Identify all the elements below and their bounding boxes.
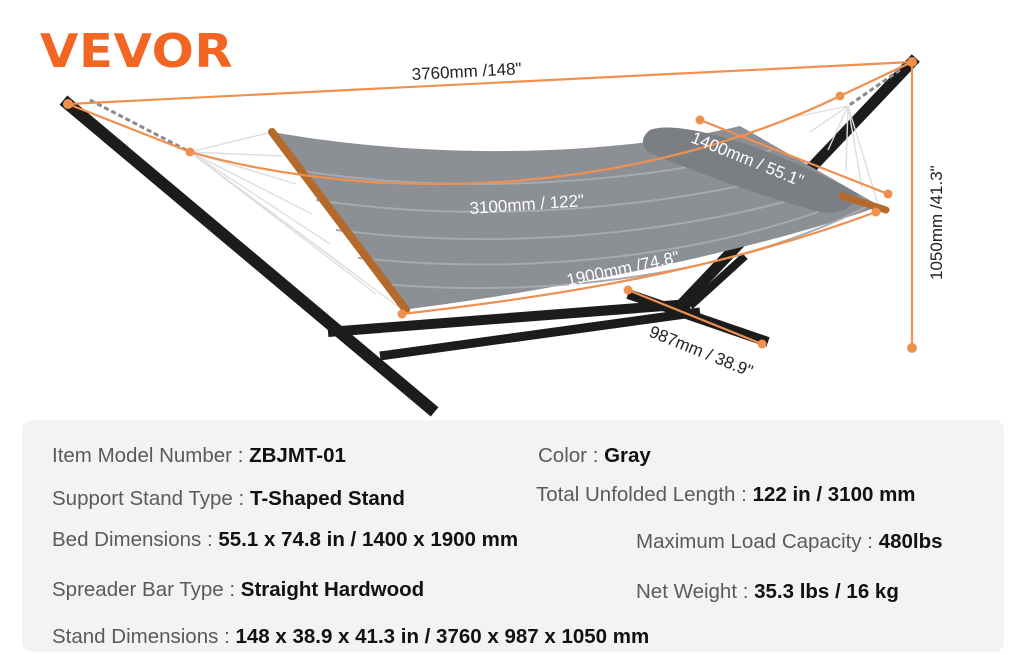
spec-stand-dimensions: Stand Dimensions : 148 x 38.9 x 41.3 in … xyxy=(52,625,650,648)
dimension-lines xyxy=(67,60,914,348)
spec-value: Gray xyxy=(604,444,651,467)
hammock-illustration: 3760mm /148" 3100mm / 122" 1400mm / 55.1… xyxy=(59,54,946,417)
stand-height-label: 1050mm /41.3" xyxy=(927,165,946,280)
spec-key: Total Unfolded Length xyxy=(536,483,736,506)
spreader-bar-right xyxy=(838,192,890,214)
spec-spreader-bar: Spreader Bar Type : Straight Hardwood xyxy=(52,578,425,601)
spec-color: Color : Gray xyxy=(538,444,651,467)
spec-value: 35.3 lbs / 16 kg xyxy=(754,580,899,603)
spec-unfolded-length: Total Unfolded Length : 122 in / 3100 mm xyxy=(536,483,916,506)
specifications-panel xyxy=(22,420,1004,652)
spec-key: Net Weight xyxy=(636,580,738,603)
spec-key: Color xyxy=(538,444,587,467)
spreader-bar-left xyxy=(268,128,410,314)
spec-value: 55.1 x 74.8 in / 1400 x 1900 mm xyxy=(218,528,519,551)
spec-value: 480lbs xyxy=(878,530,943,553)
hanging-chain xyxy=(89,68,901,154)
spec-key: Spreader Bar Type xyxy=(52,578,224,601)
spec-value: 148 x 38.9 x 41.3 in / 3760 x 987 x 1050… xyxy=(235,625,650,648)
spec-net-weight: Net Weight : 35.3 lbs / 16 kg xyxy=(636,580,899,603)
spec-model-number: Item Model Number : ZBJMT-01 xyxy=(52,444,346,467)
spec-value: T-Shaped Stand xyxy=(249,487,405,510)
spec-key: Support Stand Type xyxy=(52,487,233,510)
spec-key: Maximum Load Capacity xyxy=(636,530,862,553)
spec-stand-type: Support Stand Type : T-Shaped Stand xyxy=(52,487,405,510)
product-hero: 3760mm /148" 3100mm / 122" 1400mm / 55.1… xyxy=(40,24,946,417)
spec-key: Stand Dimensions xyxy=(52,625,219,648)
brand-logo: VEVOR xyxy=(40,24,234,78)
dimension-endpoints xyxy=(63,57,917,353)
overall-length-label: 3760mm /148" xyxy=(411,59,522,84)
hammock-ropes xyxy=(189,105,879,309)
spec-key: Bed Dimensions xyxy=(52,528,202,551)
spec-load-capacity: Maximum Load Capacity : 480lbs xyxy=(636,530,943,553)
spec-value: Straight Hardwood xyxy=(240,578,425,601)
spec-key: Item Model Number xyxy=(52,444,233,467)
spec-value: ZBJMT-01 xyxy=(249,444,346,467)
spec-value: 122 in / 3100 mm xyxy=(752,483,916,506)
spec-bed-dimensions: Bed Dimensions : 55.1 x 74.8 in / 1400 x… xyxy=(52,528,519,551)
